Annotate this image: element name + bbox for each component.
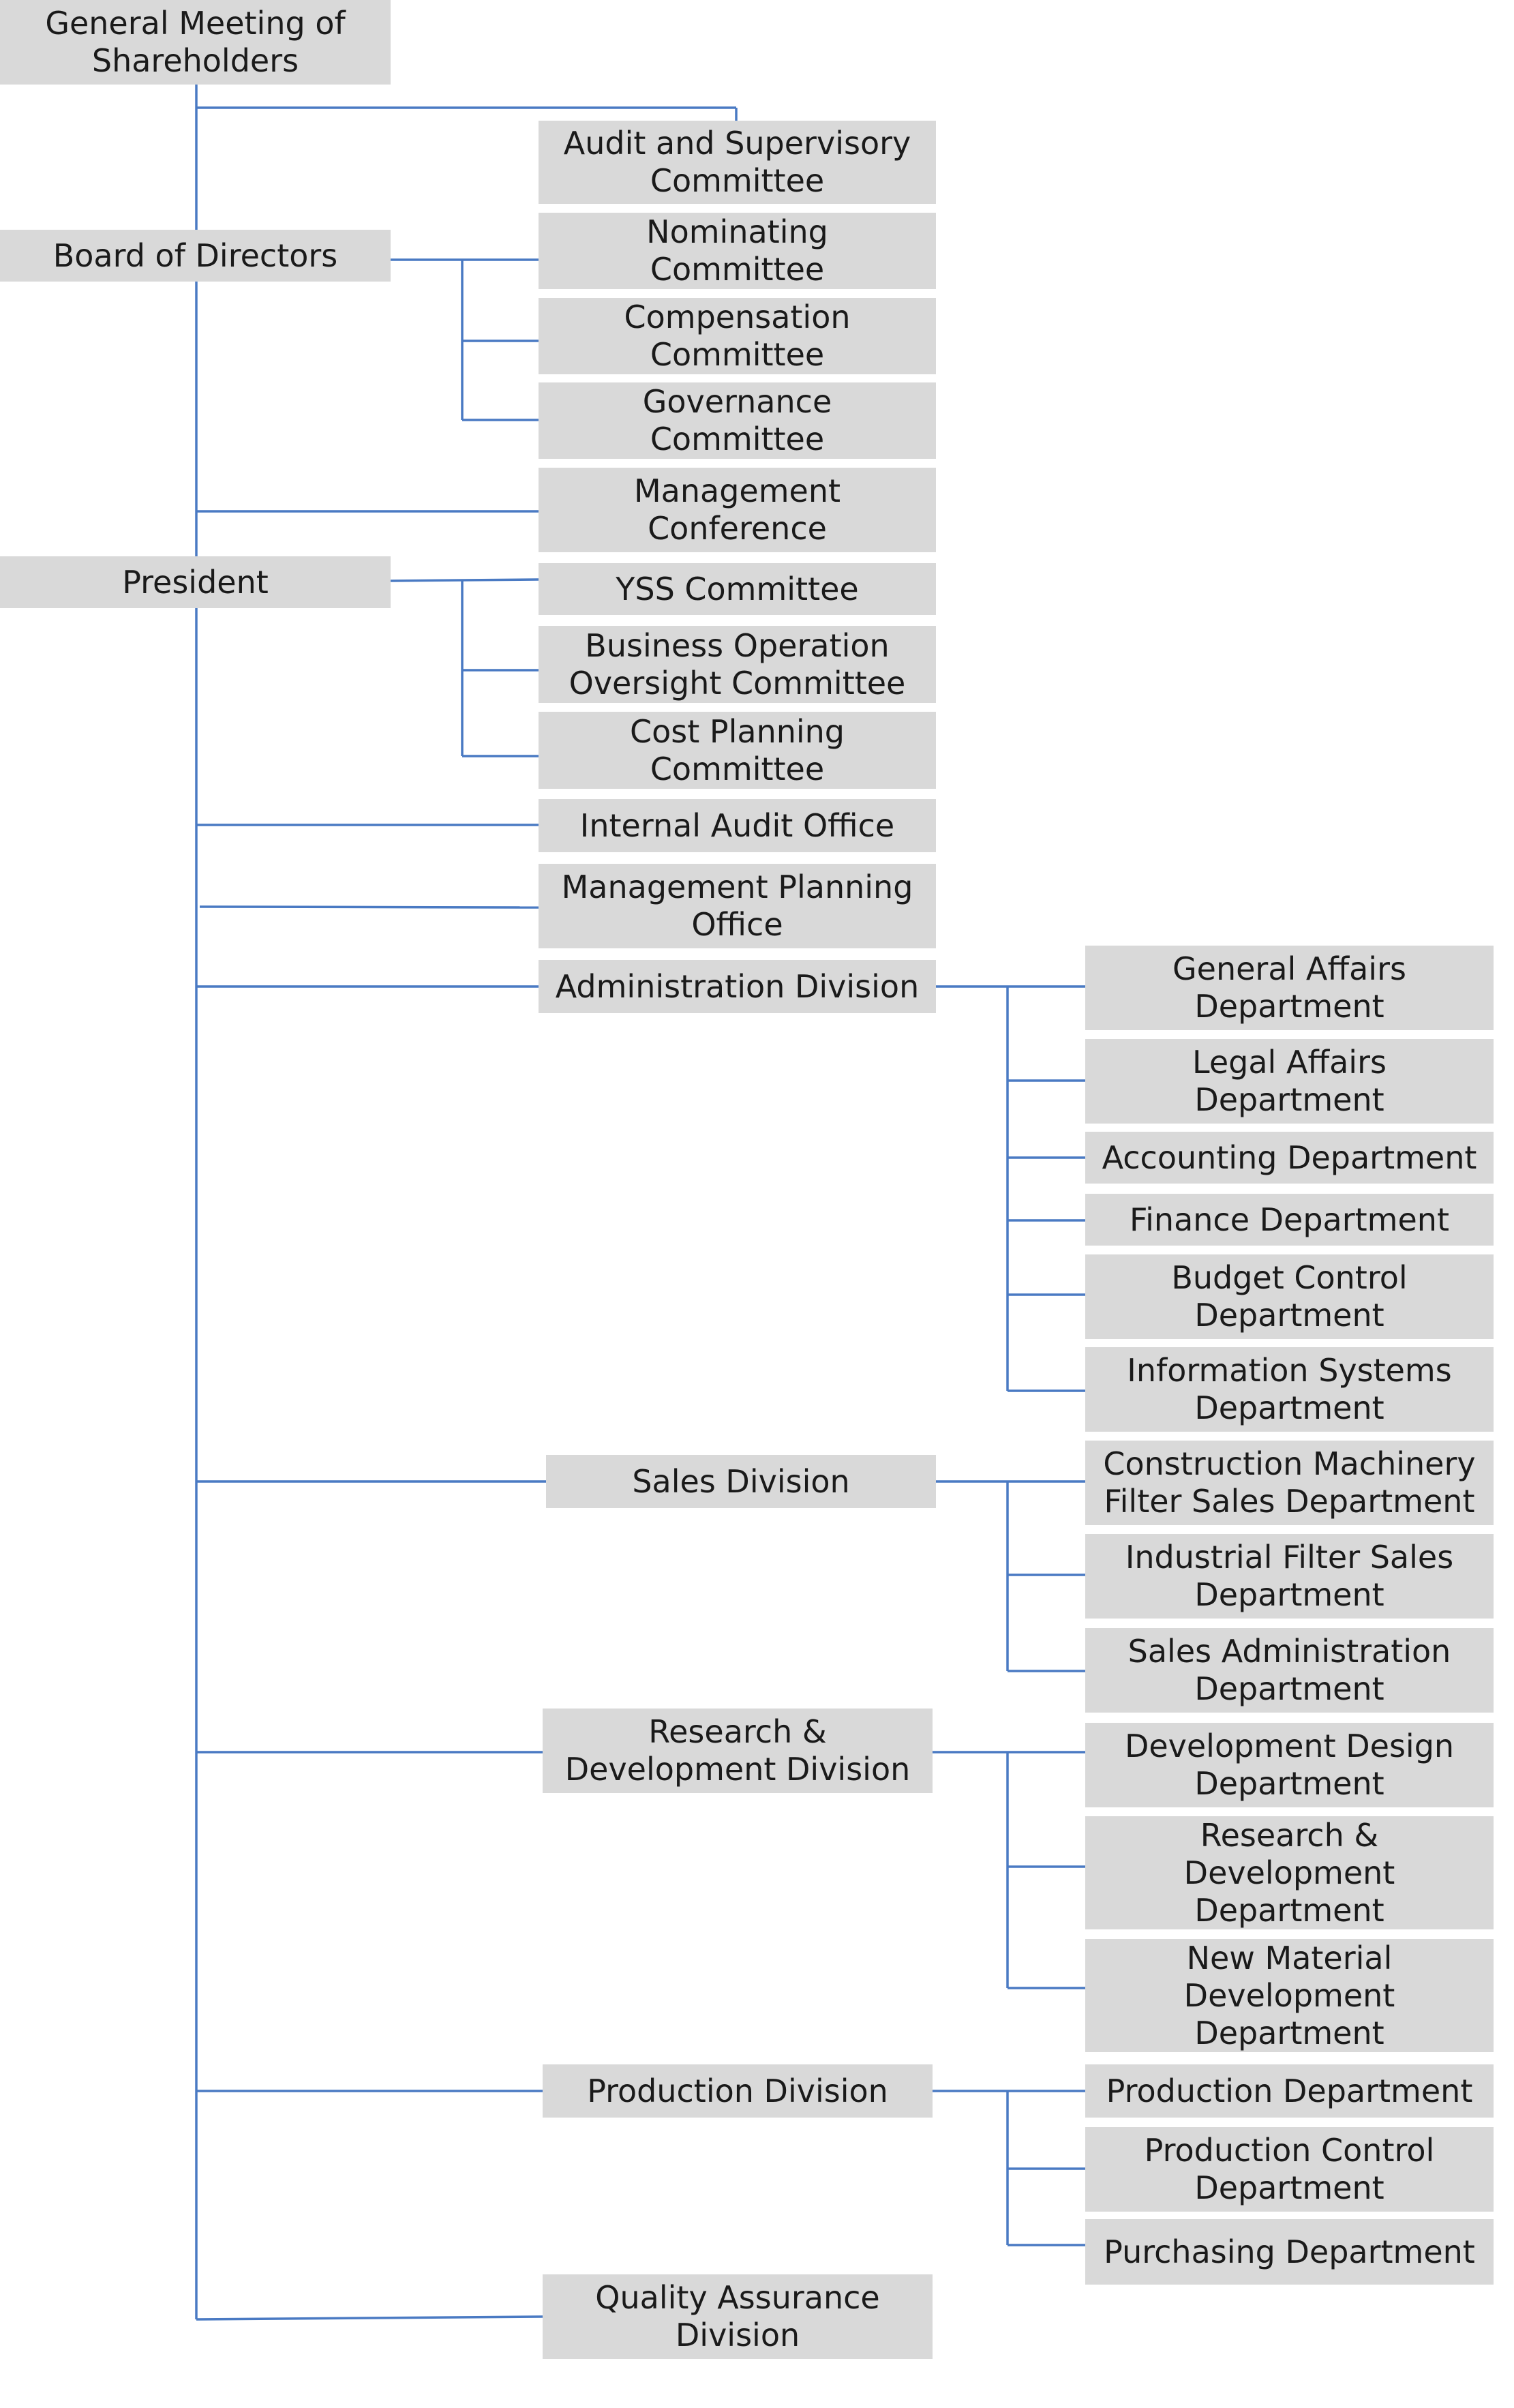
rd-division-box: Research & Development Division: [543, 1709, 933, 1793]
cost-planning-committee-box: Cost Planning Committee: [539, 712, 936, 789]
general-meeting-box: General Meeting of Shareholders: [0, 0, 391, 85]
yss-committee-box: YSS Committee: [539, 563, 936, 615]
connector-quality: [196, 2315, 543, 2321]
production-division-box: Production Division: [543, 2064, 933, 2118]
purchasing-dept-box: Purchasing Department: [1085, 2219, 1494, 2285]
sales-administration-dept-box: Sales Administration Department: [1085, 1628, 1494, 1713]
management-planning-office-box: Management Planning Office: [539, 864, 936, 948]
general-affairs-dept-box: General Affairs Department: [1085, 946, 1494, 1030]
accounting-dept-box: Accounting Department: [1085, 1132, 1494, 1184]
construction-filter-sales-dept-box: Construction Machinery Filter Sales Depa…: [1085, 1441, 1494, 1525]
nominating-committee-box: Nominating Committee: [539, 213, 936, 289]
budget-control-dept-box: Budget Control Department: [1085, 1254, 1494, 1339]
information-systems-dept-box: Information Systems Department: [1085, 1347, 1494, 1432]
legal-affairs-dept-box: Legal Affairs Department: [1085, 1039, 1494, 1124]
production-control-dept-box: Production Control Department: [1085, 2127, 1494, 2212]
board-of-directors-box: Board of Directors: [0, 230, 391, 282]
new-material-dept-box: New Material Development Department: [1085, 1939, 1494, 2052]
audit-committee-box: Audit and Supervisory Committee: [539, 121, 936, 204]
industrial-filter-sales-dept-box: Industrial Filter Sales Department: [1085, 1534, 1494, 1619]
compensation-committee-box: Compensation Committee: [539, 298, 936, 374]
internal-audit-office-box: Internal Audit Office: [539, 799, 936, 852]
connector-president: [390, 578, 539, 582]
business-oversight-committee-box: Business Operation Oversight Committee: [539, 626, 936, 703]
sales-division-box: Sales Division: [546, 1455, 936, 1508]
rd-dept-box: Research & Development Department: [1085, 1816, 1494, 1929]
management-conference-box: Management Conference: [539, 468, 936, 552]
production-dept-box: Production Department: [1085, 2064, 1494, 2118]
president-box: President: [0, 556, 391, 608]
finance-dept-box: Finance Department: [1085, 1194, 1494, 1246]
governance-committee-box: Governance Committee: [539, 382, 936, 459]
administration-division-box: Administration Division: [539, 960, 936, 1013]
quality-assurance-division-box: Quality Assurance Division: [543, 2274, 933, 2359]
development-design-dept-box: Development Design Department: [1085, 1723, 1494, 1807]
